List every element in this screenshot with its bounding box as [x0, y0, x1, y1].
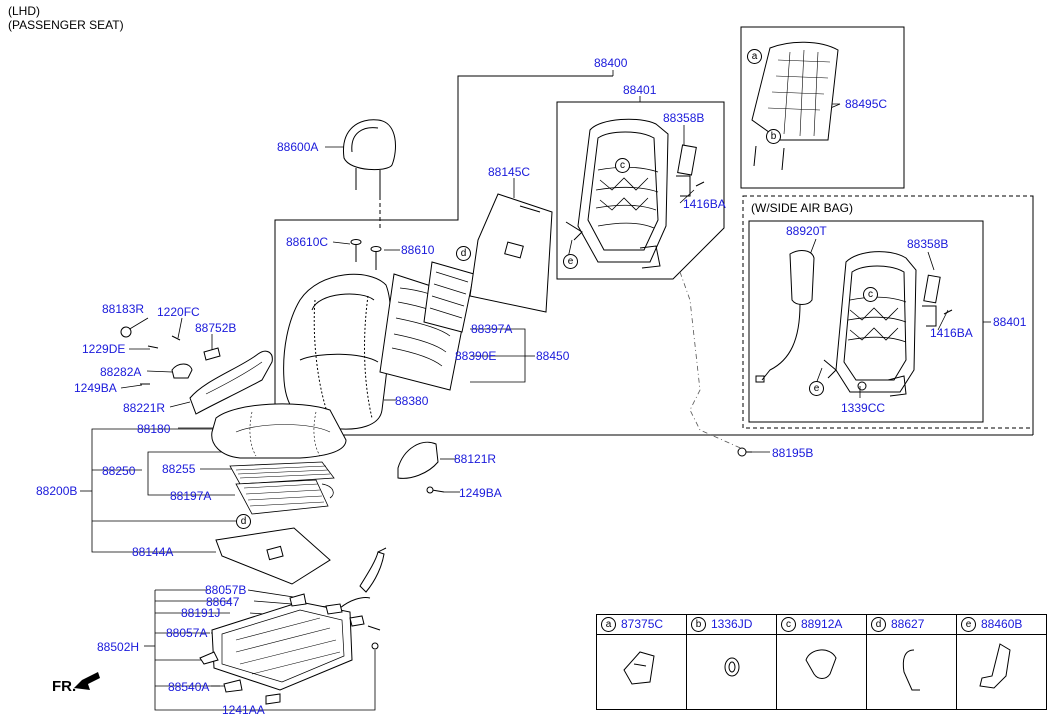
- part-label-88401-airbag[interactable]: 88401: [993, 315, 1027, 329]
- legend-letter: e: [961, 617, 976, 632]
- callout-e-airbag: e: [809, 381, 824, 396]
- part-label-88400[interactable]: 88400: [594, 56, 628, 70]
- part-label-88144a[interactable]: 88144A: [132, 545, 174, 559]
- callout-c-airbag: c: [863, 287, 878, 302]
- part-label-88647[interactable]: 88647: [206, 595, 240, 609]
- part-label-88197a[interactable]: 88197A: [170, 489, 212, 503]
- legend-letter: c: [781, 617, 796, 632]
- part-label-1229de[interactable]: 1229DE: [82, 342, 126, 356]
- part-label-88920t[interactable]: 88920T: [786, 224, 827, 238]
- side-airbag-variant-label: (W/SIDE AIR BAG): [751, 201, 854, 215]
- callout-d-cushion: d: [236, 514, 251, 529]
- part-label-88397a[interactable]: 88397A: [471, 322, 513, 336]
- legend-cell: e 88460B: [957, 615, 1046, 709]
- legend-part-code[interactable]: 87375C: [621, 617, 664, 631]
- part-label-88057a[interactable]: 88057A: [166, 626, 208, 640]
- legend-letter: a: [601, 617, 616, 632]
- part-label-88600a[interactable]: 88600A: [277, 140, 319, 154]
- part-label-88380[interactable]: 88380: [395, 394, 429, 408]
- legend-cell: c 88912A: [777, 615, 867, 709]
- part-label-88200b[interactable]: 88200B: [36, 484, 78, 498]
- callout-b: b: [766, 129, 781, 144]
- part-label-88495c[interactable]: 88495C: [845, 97, 888, 111]
- callout-c-frame: c: [615, 158, 630, 173]
- legend-part-code[interactable]: 88460B: [981, 617, 1023, 631]
- legend-letter: b: [691, 617, 706, 632]
- legend-header: e 88460B: [957, 615, 1046, 635]
- callout-a: a: [747, 49, 762, 64]
- part-label-88250[interactable]: 88250: [102, 464, 136, 478]
- legend-part-code[interactable]: 88627: [891, 617, 925, 631]
- part-label-88191j[interactable]: 88191J: [181, 606, 221, 620]
- part-label-88145c[interactable]: 88145C: [488, 165, 531, 179]
- part-label-88358b-frame[interactable]: 88358B: [663, 111, 705, 125]
- diagram-variant-passenger-seat: (PASSENGER SEAT): [8, 18, 124, 32]
- part-label-88221r[interactable]: 88221R: [123, 401, 166, 415]
- part-label-88057b[interactable]: 88057B: [205, 583, 247, 597]
- part-label-88610c[interactable]: 88610C: [286, 235, 329, 249]
- part-label-1416ba-frame[interactable]: 1416BA: [683, 197, 726, 211]
- diagram-variant-lhd: (LHD): [8, 4, 40, 18]
- part-label-88183r[interactable]: 88183R: [102, 302, 145, 316]
- part-label-88358b-airbag[interactable]: 88358B: [907, 237, 949, 251]
- part-label-88282a[interactable]: 88282A: [100, 365, 142, 379]
- part-label-88502h[interactable]: 88502H: [97, 640, 140, 654]
- part-label-1416ba-airbag[interactable]: 1416BA: [930, 326, 973, 340]
- part-label-88195b[interactable]: 88195B: [772, 446, 814, 460]
- legend-part-code[interactable]: 1336JD: [711, 617, 753, 631]
- legend-header: c 88912A: [777, 615, 866, 635]
- legend-cell: b 1336JD: [687, 615, 777, 709]
- part-label-88752b[interactable]: 88752B: [195, 321, 237, 335]
- legend-letter: d: [871, 617, 886, 632]
- fastener-legend-table: a 87375C b 1336JD c 88912A d 88627: [596, 614, 1047, 710]
- legend-cell: d 88627: [867, 615, 957, 709]
- callout-d-back: d: [456, 246, 471, 261]
- part-label-88540a[interactable]: 88540A: [168, 680, 210, 694]
- part-label-88610[interactable]: 88610: [401, 243, 435, 257]
- part-label-1339cc[interactable]: 1339CC: [841, 401, 886, 415]
- legend-header: b 1336JD: [687, 615, 776, 635]
- part-label-88390e[interactable]: 88390E: [455, 349, 497, 363]
- part-label-88180[interactable]: 88180: [137, 422, 171, 436]
- part-label-1249ba-right[interactable]: 1249BA: [459, 486, 502, 500]
- part-label-1249ba-left[interactable]: 1249BA: [74, 381, 117, 395]
- part-label-88121r[interactable]: 88121R: [454, 452, 497, 466]
- legend-header: d 88627: [867, 615, 956, 635]
- part-label-88255[interactable]: 88255: [162, 462, 196, 476]
- legend-part-code[interactable]: 88912A: [801, 617, 843, 631]
- legend-header: a 87375C: [597, 615, 686, 635]
- part-label-88401-frame[interactable]: 88401: [623, 83, 657, 97]
- callout-e-frame: e: [563, 254, 578, 269]
- legend-cell: a 87375C: [597, 615, 687, 709]
- part-label-1241aa[interactable]: 1241AA: [222, 703, 265, 717]
- front-direction-label: FR.: [52, 678, 77, 695]
- part-label-88450[interactable]: 88450: [536, 349, 570, 363]
- part-label-1220fc[interactable]: 1220FC: [157, 305, 200, 319]
